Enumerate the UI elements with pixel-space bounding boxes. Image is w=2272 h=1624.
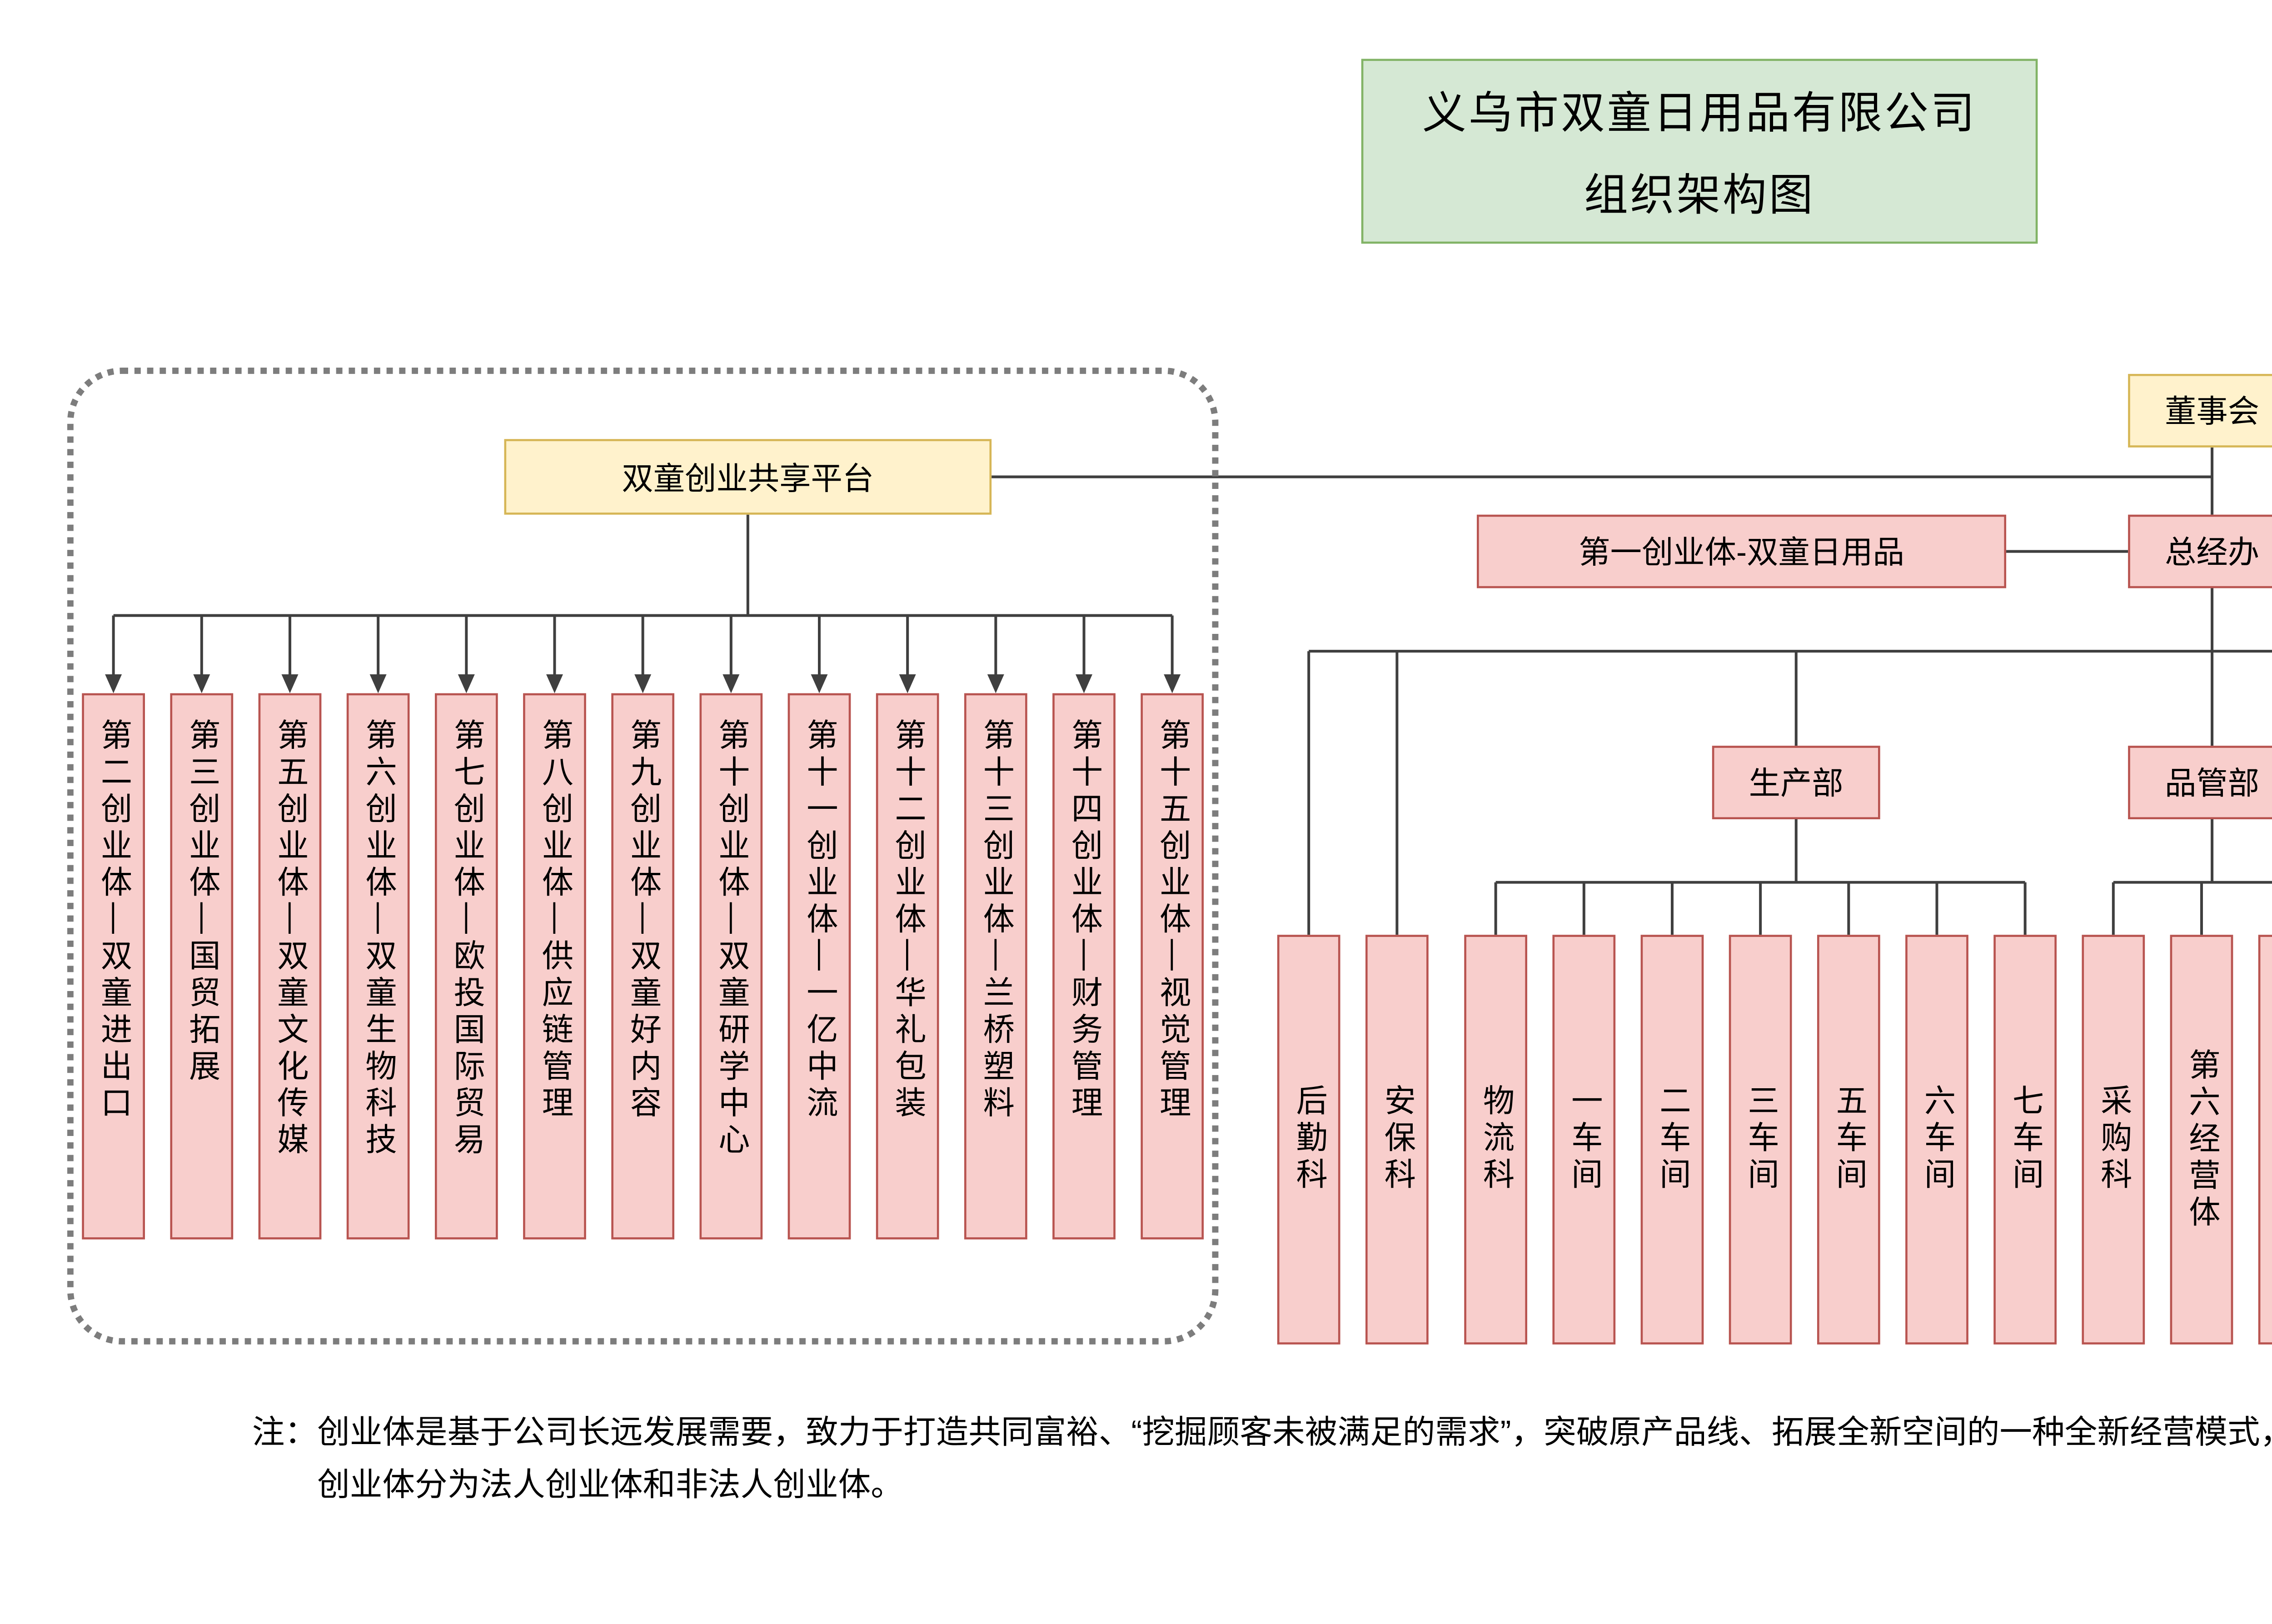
workshop-7-box: 七车间 — [1993, 935, 2057, 1345]
venture-box-15: 第十五创业体—视觉管理 — [1141, 693, 1204, 1240]
workshop-6-box: 六车间 — [1905, 935, 1968, 1345]
board-of-directors-box: 董事会 — [2128, 374, 2272, 448]
venture-box-11: 第十一创业体—一亿中流 — [787, 693, 851, 1240]
footnote: 注：创业体是基于公司长远发展需要，致力于打造共同富裕、“挖掘顾客未被满足的需求”… — [252, 1407, 2272, 1512]
footnote-line-2: 创业体分为法人创业体和非法人创业体。 — [317, 1468, 903, 1504]
venture-box-8: 第八创业体—供应链管理 — [523, 693, 586, 1240]
company-name: 义乌市双童日用品有限公司 — [1422, 89, 1977, 138]
venture-box-13: 第十三创业体—兰桥塑料 — [964, 693, 1027, 1240]
venture-box-6: 第六创业体—双童生物科技 — [346, 693, 410, 1240]
procurement-box: 采购科 — [2082, 935, 2145, 1345]
first-venture-box: 第一创业体-双童日用品 — [1477, 514, 2007, 588]
workshop-1-box: 一车间 — [1552, 935, 1616, 1345]
business-unit-7-box: 第七经营体 — [2258, 935, 2272, 1345]
venture-box-9: 第九创业体—双童好内容 — [611, 693, 675, 1240]
general-manager-office-box: 总经办 — [2128, 514, 2272, 588]
venture-box-7: 第七创业体—欧投国际贸易 — [434, 693, 498, 1240]
venture-group-outline — [67, 368, 1219, 1345]
logistics-section-box: 物流科 — [1464, 935, 1527, 1345]
sharing-platform-box: 双童创业共享平台 — [504, 439, 992, 515]
workshop-3-box: 三车间 — [1729, 935, 1792, 1345]
production-dept-box: 生产部 — [1712, 746, 1880, 820]
workshop-5-box: 五车间 — [1817, 935, 1880, 1345]
venture-box-12: 第十二创业体—华礼包装 — [876, 693, 939, 1240]
logistics-support-box: 后勤科 — [1277, 935, 1340, 1345]
venture-box-10: 第十创业体—双童研学中心 — [699, 693, 763, 1240]
chart-title: 义乌市双童日用品有限公司 组织架构图 — [1361, 59, 2038, 244]
workshop-2-box: 二车间 — [1640, 935, 1704, 1345]
business-unit-6-box: 第六经营体 — [2170, 935, 2233, 1345]
footnote-line-1: 注：创业体是基于公司长远发展需要，致力于打造共同富裕、“挖掘顾客未被满足的需求”… — [252, 1415, 2272, 1452]
security-box: 安保科 — [1365, 935, 1429, 1345]
quality-dept-box: 品管部 — [2128, 746, 2272, 820]
venture-box-5: 第五创业体—双童文化传媒 — [258, 693, 322, 1240]
venture-box-3: 第三创业体—国贸拓展 — [170, 693, 234, 1240]
venture-box-14: 第十四创业体—财务管理 — [1052, 693, 1116, 1240]
venture-box-2: 第二创业体—双童进出口 — [82, 693, 145, 1240]
chart-subtitle: 组织架构图 — [1584, 171, 1815, 220]
